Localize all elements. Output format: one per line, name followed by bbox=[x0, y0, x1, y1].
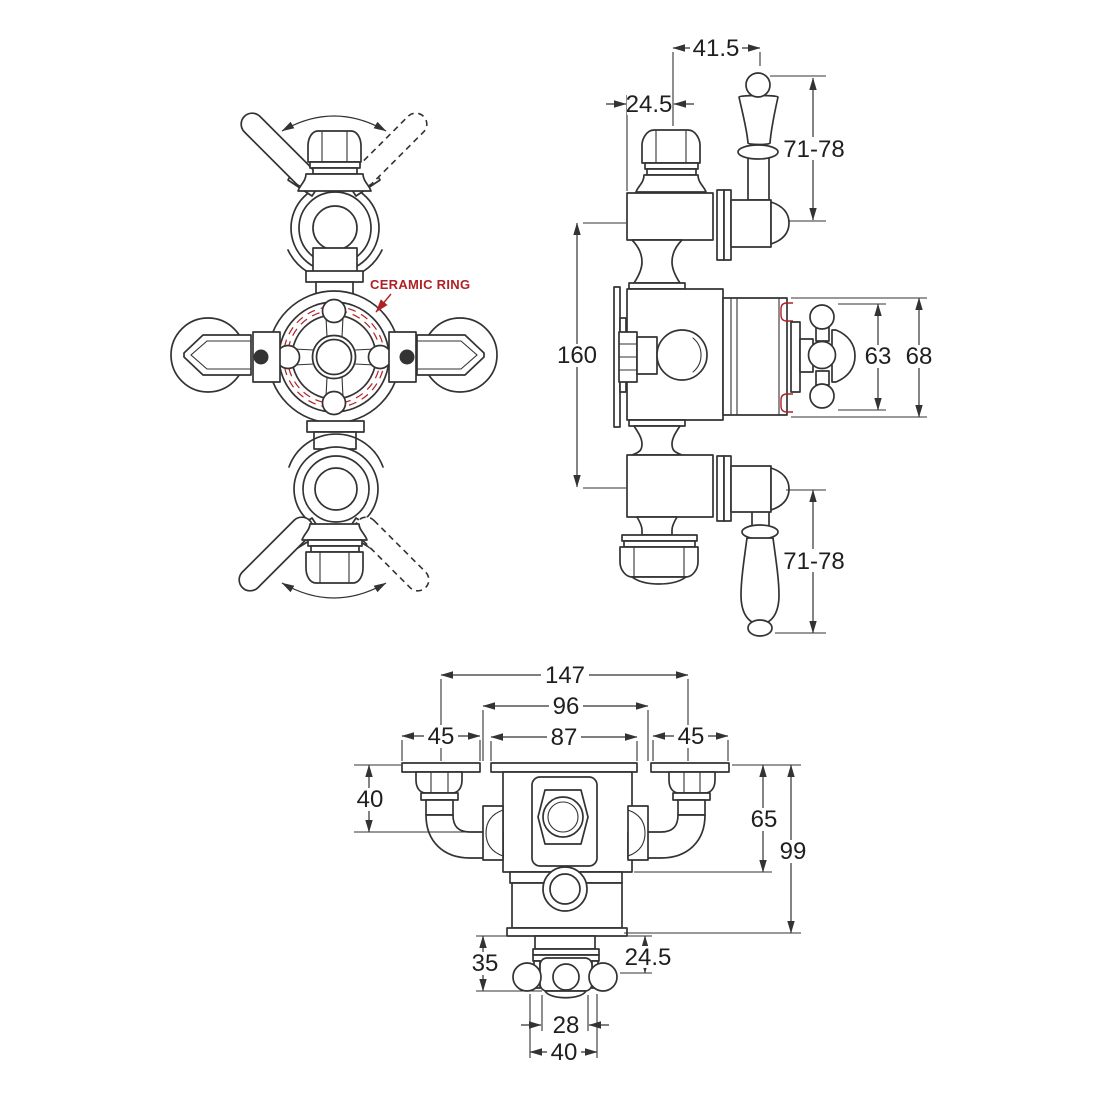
diverter-lever-ghost bbox=[352, 112, 428, 188]
dim-left-flange: 45 bbox=[428, 723, 455, 750]
dim-inlet-centres: 147 bbox=[545, 662, 585, 689]
plan-lower-body bbox=[506, 866, 628, 999]
crosshead-ball bbox=[807, 340, 837, 370]
left-port bbox=[482, 805, 504, 861]
front-side-knobs bbox=[170, 317, 498, 393]
swing-arc bbox=[281, 115, 387, 132]
dim-pipe-depth: 40 bbox=[357, 786, 384, 813]
flow-lever-ghost bbox=[354, 516, 430, 592]
front-view: CERAMIC RING bbox=[170, 112, 498, 599]
crosshead-ball bbox=[588, 962, 618, 992]
dim-crosshead-span: 63 bbox=[865, 343, 892, 370]
hex-nut bbox=[305, 551, 364, 584]
hex-nut bbox=[415, 771, 463, 794]
lever-handle bbox=[740, 537, 780, 625]
side-top-outlet bbox=[716, 72, 790, 261]
dim-top-handle-length: 71-78 bbox=[783, 136, 844, 163]
hex-nut bbox=[668, 771, 716, 794]
side-left-knob bbox=[618, 329, 708, 383]
side-top-nut bbox=[635, 129, 707, 193]
centre-faceplate bbox=[490, 762, 638, 773]
plan-body bbox=[502, 771, 633, 873]
dim-spindle-projection: 35 bbox=[472, 950, 499, 977]
crosshead-ball bbox=[512, 962, 542, 992]
front-top-valve bbox=[240, 112, 428, 297]
front-bottom-valve bbox=[238, 420, 430, 599]
cross-ball bbox=[367, 344, 393, 370]
hex-nut bbox=[619, 546, 699, 578]
hex-nut bbox=[307, 130, 362, 163]
side-cartridge bbox=[722, 297, 856, 416]
dim-right-flange: 45 bbox=[678, 723, 705, 750]
dim-body-width: 96 bbox=[553, 693, 580, 720]
swing-arc bbox=[281, 582, 387, 599]
dim-outlet-spacing: 160 bbox=[557, 342, 597, 369]
plan-view: 147 96 87 45 45 40 65 99 35 24.5 28 40 bbox=[352, 662, 810, 1066]
cross-ball bbox=[321, 390, 347, 416]
side-dimensions: 41.5 24.5 71-78 160 63 68 71-78 bbox=[552, 35, 936, 634]
ceramic-ring-side-mark bbox=[780, 393, 793, 413]
right-port bbox=[627, 805, 649, 861]
dim-nut-offset: 24.5 bbox=[626, 91, 673, 118]
dim-body-depth: 68 bbox=[906, 343, 933, 370]
fixing-dot bbox=[253, 349, 269, 365]
dim-crosshead-offset: 24.5 bbox=[625, 944, 672, 971]
left-flange-plate bbox=[401, 762, 481, 773]
lever-ball bbox=[745, 72, 771, 98]
crosshead-ball bbox=[552, 963, 580, 991]
ceramic-ring-annotation: CERAMIC RING bbox=[370, 277, 470, 313]
lever-handle bbox=[738, 94, 779, 146]
front-temperature-dial bbox=[267, 290, 401, 424]
dim-overall-depth: 99 bbox=[780, 838, 807, 865]
dim-faceplate-width: 87 bbox=[551, 724, 578, 751]
fixing-dot bbox=[399, 349, 415, 365]
ceramic-ring-label: CERAMIC RING bbox=[370, 277, 470, 292]
dim-hub-width: 28 bbox=[553, 1012, 580, 1039]
crosshead-ball bbox=[809, 304, 835, 330]
ceramic-ring-side-mark bbox=[780, 302, 793, 322]
plan-dimensions: 147 96 87 45 45 40 65 99 35 24.5 28 40 bbox=[352, 662, 810, 1066]
right-flange-plate bbox=[650, 762, 730, 773]
dim-plate-width: 40 bbox=[551, 1039, 578, 1066]
dim-bottom-handle-length: 71-78 bbox=[783, 548, 844, 575]
crosshead-ball bbox=[809, 383, 835, 409]
flow-lever-solid bbox=[238, 516, 314, 592]
side-bottom-outlet bbox=[716, 455, 790, 637]
dim-handle-offset: 41.5 bbox=[693, 35, 740, 62]
side-body bbox=[619, 192, 724, 585]
dim-body-depth-plan: 65 bbox=[751, 806, 778, 833]
cross-ball bbox=[321, 298, 347, 324]
side-view: 41.5 24.5 71-78 160 63 68 71-78 bbox=[552, 35, 936, 637]
lever-tip bbox=[747, 619, 773, 637]
